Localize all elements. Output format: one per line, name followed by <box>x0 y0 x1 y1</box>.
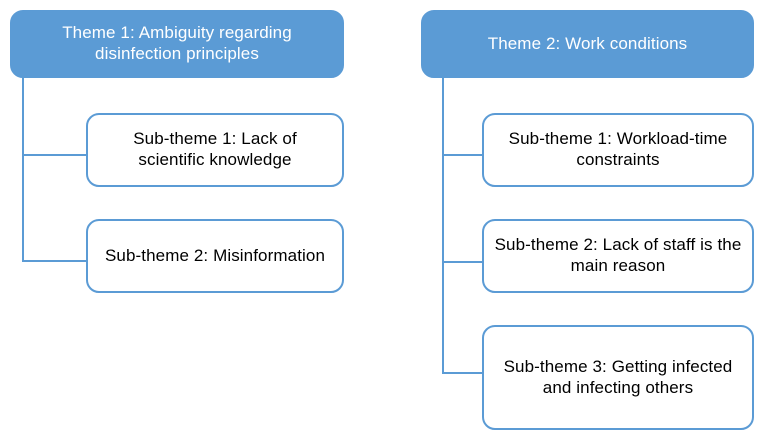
theme-2-subtheme-3-connector <box>442 372 484 374</box>
theme-2-subtheme-2-box[interactable]: Sub-theme 2: Lack of staff is the main r… <box>482 219 754 293</box>
theme-1-subtheme-2-box[interactable]: Sub-theme 2: Misinformation <box>86 219 344 293</box>
theme-1-trunk-connector <box>22 77 24 262</box>
theme-2-box[interactable]: Theme 2: Work conditions <box>421 10 754 78</box>
theme-1-box[interactable]: Theme 1: Ambiguity regarding disinfectio… <box>10 10 344 78</box>
theme-2-subtheme-3-box[interactable]: Sub-theme 3: Getting infected and infect… <box>482 325 754 430</box>
theme-1-subtheme-1-connector <box>22 154 88 156</box>
theme-2-subtheme-2-connector <box>442 261 484 263</box>
theme-2-trunk-connector <box>442 77 444 374</box>
theme-2-subtheme-1-box[interactable]: Sub-theme 1: Workload-time constraints <box>482 113 754 187</box>
theme-1-subtheme-2-connector <box>22 260 88 262</box>
theme-2-subtheme-1-connector <box>442 154 484 156</box>
theme-1-subtheme-1-box[interactable]: Sub-theme 1: Lack of scientific knowledg… <box>86 113 344 187</box>
